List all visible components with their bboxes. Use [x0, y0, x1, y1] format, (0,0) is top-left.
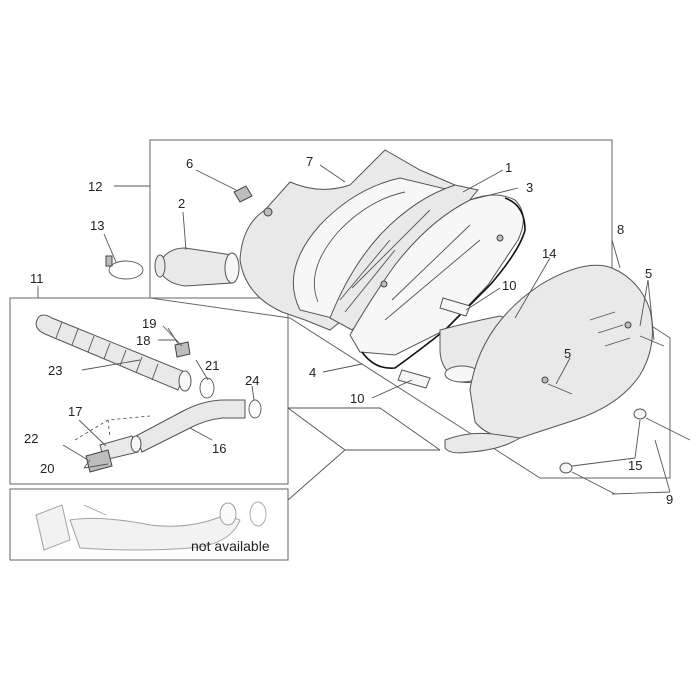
clip-nut	[233, 185, 253, 203]
callout-15: 15	[628, 458, 642, 473]
washers	[559, 408, 647, 474]
callout-23: 23	[48, 363, 62, 378]
assembly-dashed-line	[74, 415, 151, 441]
callout-18: 18	[136, 333, 150, 348]
unavailable-kit-parts	[35, 501, 267, 551]
callout-11: 11	[30, 271, 44, 286]
callout-5-upper: 5	[645, 266, 652, 281]
hose-kit-frame	[9, 297, 289, 485]
leader-lines	[37, 164, 671, 495]
callout-10-lower: 10	[350, 391, 364, 406]
callout-21: 21	[205, 358, 219, 373]
callout-14: 14	[542, 246, 556, 261]
callout-2: 2	[178, 196, 185, 211]
unavailable-kit-frame	[9, 488, 289, 561]
callout-1: 1	[505, 160, 512, 175]
intake-sleeve	[154, 247, 240, 287]
bent-pipe	[135, 399, 246, 453]
callout-20: 20	[40, 461, 54, 476]
callout-6: 6	[186, 156, 193, 171]
callout-12: 12	[88, 179, 102, 194]
cover-snorkel	[444, 432, 522, 454]
o-ring	[248, 399, 262, 419]
bracket-plate	[85, 449, 113, 473]
callout-7: 7	[306, 154, 313, 169]
main-assembly-frame	[149, 139, 671, 479]
corrugated-hose	[35, 314, 192, 392]
callout-5-lower: 5	[564, 346, 571, 361]
callout-3: 3	[526, 180, 533, 195]
callout-19: 19	[142, 316, 156, 331]
callout-16: 16	[212, 441, 226, 456]
kit-small-screws	[160, 327, 191, 358]
callout-10-upper: 10	[502, 278, 516, 293]
callout-22: 22	[24, 431, 38, 446]
callout-8: 8	[617, 222, 624, 237]
cover-screws	[547, 335, 665, 395]
frame-connector-lines	[287, 407, 441, 501]
callout-17: 17	[68, 404, 82, 419]
kit-hose-clamp	[199, 377, 215, 399]
filter-gasket	[361, 197, 526, 369]
air-box-cover	[469, 264, 653, 439]
callout-4: 4	[309, 365, 316, 380]
callout-9: 9	[666, 492, 673, 507]
not-available-note: not available	[191, 538, 270, 554]
callout-13: 13	[90, 218, 104, 233]
callout-24: 24	[245, 373, 259, 388]
spacer-pins	[397, 297, 471, 389]
long-bolts	[571, 417, 691, 495]
hose-clamp	[105, 255, 144, 280]
